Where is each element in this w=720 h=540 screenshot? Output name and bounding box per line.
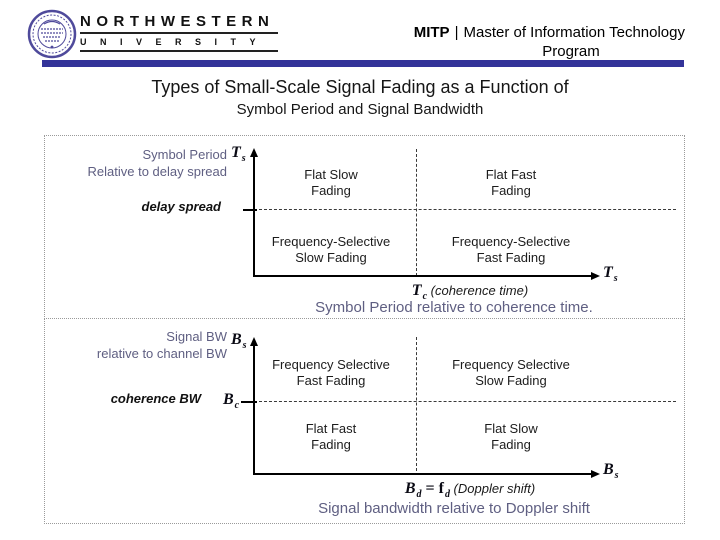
quadrant-freq-selective-fast-fading: Frequency Selective Fast Fading	[272, 357, 390, 388]
wordmark-name: NORTHWESTERN	[80, 13, 275, 30]
time-domain-side-label: Symbol Period Relative to delay spread	[47, 146, 227, 180]
side-label-line1: Signal BW	[166, 329, 227, 344]
header-accent-bar	[42, 60, 684, 67]
y-axis-arrowhead-icon	[250, 148, 258, 157]
y-axis-line	[253, 156, 255, 277]
time-domain-caption: Symbol Period relative to coherence time…	[315, 299, 593, 316]
x-axis-line	[254, 275, 591, 277]
quadrant-flat-fast-fading: Flat Fast Fading	[305, 421, 357, 452]
y-axis-line	[253, 345, 255, 475]
quadrant-freq-selective-slow-fading: Frequency-Selective Slow Fading	[271, 234, 391, 265]
doppler-shift-axis-label: Bd = fd (Doppler shift)	[404, 480, 536, 500]
slide-title-line1: Types of Small-Scale Signal Fading as a …	[151, 77, 569, 97]
quadrant-freq-selective-fast-fading: Frequency-Selective Fast Fading	[451, 234, 571, 265]
program-title-line2: Program	[542, 43, 600, 60]
quadrant-flat-fast-fading: Flat Fast Fading	[485, 167, 537, 198]
side-label-line1: Symbol Period	[142, 147, 227, 162]
wordmark-subname: UNIVERSITY	[80, 37, 270, 47]
northwestern-seal-icon	[27, 9, 77, 59]
threshold-symbol-bc: Bc	[223, 391, 240, 411]
program-title-line1: MITP|Master of Information Technology	[340, 24, 685, 41]
x-axis-arrowhead-icon	[591, 470, 600, 478]
quadrant-flat-slow-fading: Flat Slow Fading	[304, 167, 358, 198]
side-label-line2: relative to channel BW	[96, 346, 227, 361]
x-axis-end-symbol-ts: Ts	[603, 264, 618, 284]
bandwidth-domain-diagram: Signal BW relative to channel BW Bs cohe…	[44, 318, 685, 524]
doppler-shift-dashed-line	[416, 337, 417, 471]
university-wordmark: NORTHWESTERN UNIVERSITY	[80, 13, 282, 52]
quadrant-freq-selective-slow-fading: Frequency Selective Slow Fading	[452, 357, 570, 388]
x-axis-arrowhead-icon	[591, 272, 600, 280]
coherence-bw-tick	[241, 401, 257, 403]
x-axis-line	[254, 473, 591, 475]
program-name: Master of Information Technology	[463, 24, 685, 41]
coherence-time-dashed-line	[416, 149, 417, 276]
program-divider-pipe: |	[454, 24, 459, 41]
y-axis-symbol-bs: Bs	[231, 331, 247, 351]
coherence-bw-label: coherence BW	[110, 391, 201, 406]
bandwidth-domain-side-label: Signal BW relative to channel BW	[47, 328, 227, 362]
delay-spread-label: delay spread	[141, 199, 222, 214]
threshold-dashed-line	[259, 401, 676, 402]
time-domain-diagram: Symbol Period Relative to delay spread T…	[44, 135, 685, 321]
wordmark-divider	[80, 32, 278, 34]
quadrant-flat-slow-fading: Flat Slow Fading	[484, 421, 538, 452]
slide-title-line2: Symbol Period and Signal Bandwidth	[236, 101, 484, 118]
program-abbrev: MITP	[413, 24, 450, 41]
wordmark-divider-bottom	[80, 50, 278, 52]
threshold-dashed-line	[259, 209, 676, 210]
coherence-time-axis-label: Tc (coherence time)	[411, 282, 529, 302]
x-axis-end-symbol-bs: Bs	[603, 461, 619, 481]
side-label-line2: Relative to delay spread	[87, 164, 227, 179]
delay-spread-tick	[243, 209, 257, 211]
y-axis-symbol-ts: Ts	[231, 144, 246, 164]
y-axis-arrowhead-icon	[250, 337, 258, 346]
bandwidth-domain-caption: Signal bandwidth relative to Doppler shi…	[318, 500, 590, 517]
